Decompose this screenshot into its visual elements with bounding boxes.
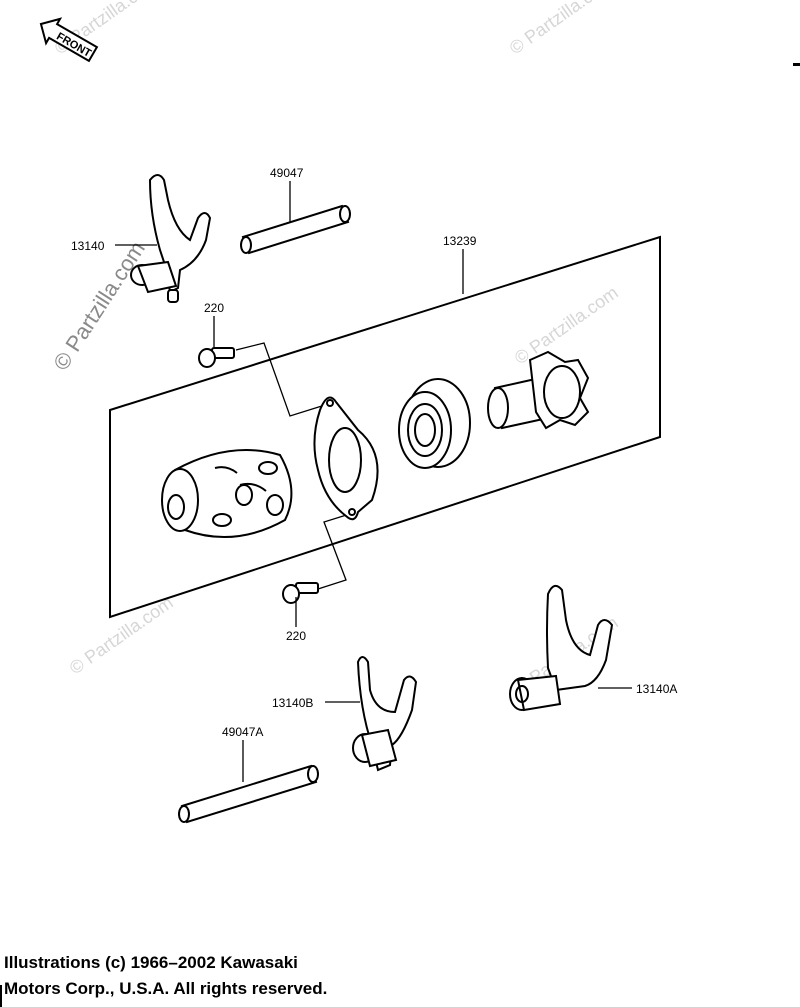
edge-mark: [0, 985, 2, 1007]
shift-rod-bottom-part: [178, 764, 319, 824]
watermarks: © Partzilla.com © Partzilla.com © Partzi…: [48, 0, 621, 698]
bearing-part: [398, 378, 471, 469]
watermark-text: © Partzilla.com: [48, 237, 150, 375]
callout-13239: 13239: [443, 234, 477, 248]
callout-49047: 49047: [270, 166, 304, 180]
callout-220-bottom: 220: [286, 629, 306, 643]
shift-drum-part: [161, 449, 293, 539]
shift-fork-top-part: [130, 174, 212, 303]
copyright-line-2: Motors Corp., U.S.A. All rights reserved…: [4, 979, 328, 998]
shift-fork-b-part: [352, 656, 418, 772]
callout-13140a: 13140A: [636, 682, 677, 696]
screw-leaders: [235, 342, 357, 590]
shift-rod-top-part: [240, 204, 351, 255]
copyright-line-1: Illustrations (c) 1966–2002 Kawasaki: [4, 953, 298, 972]
cam-plate-part: [487, 350, 590, 430]
watermark-text: © Partzilla.com: [66, 592, 177, 678]
watermark-text: © Partzilla.com: [511, 282, 622, 368]
callout-220-top: 220: [204, 301, 224, 315]
shift-fork-a-part: [509, 584, 614, 712]
callout-13140: 13140: [71, 239, 105, 253]
callout-leaders: [115, 181, 632, 782]
gasket-plate-part: [313, 396, 379, 521]
callout-13140b: 13140B: [272, 696, 313, 710]
watermark-text: © Partzilla.com: [506, 0, 617, 58]
callout-49047a: 49047A: [222, 725, 263, 739]
screw-top-part: [198, 347, 235, 368]
drum-assembly-panel: [109, 235, 661, 619]
callout-labels: 13140 49047 13239 220 220 13140B 13140A …: [71, 166, 677, 739]
screw-bottom-part: [282, 582, 319, 604]
edge-mark: [793, 63, 800, 66]
copyright-notice: Illustrations (c) 1966–2002 Kawasaki Mot…: [4, 950, 504, 1002]
